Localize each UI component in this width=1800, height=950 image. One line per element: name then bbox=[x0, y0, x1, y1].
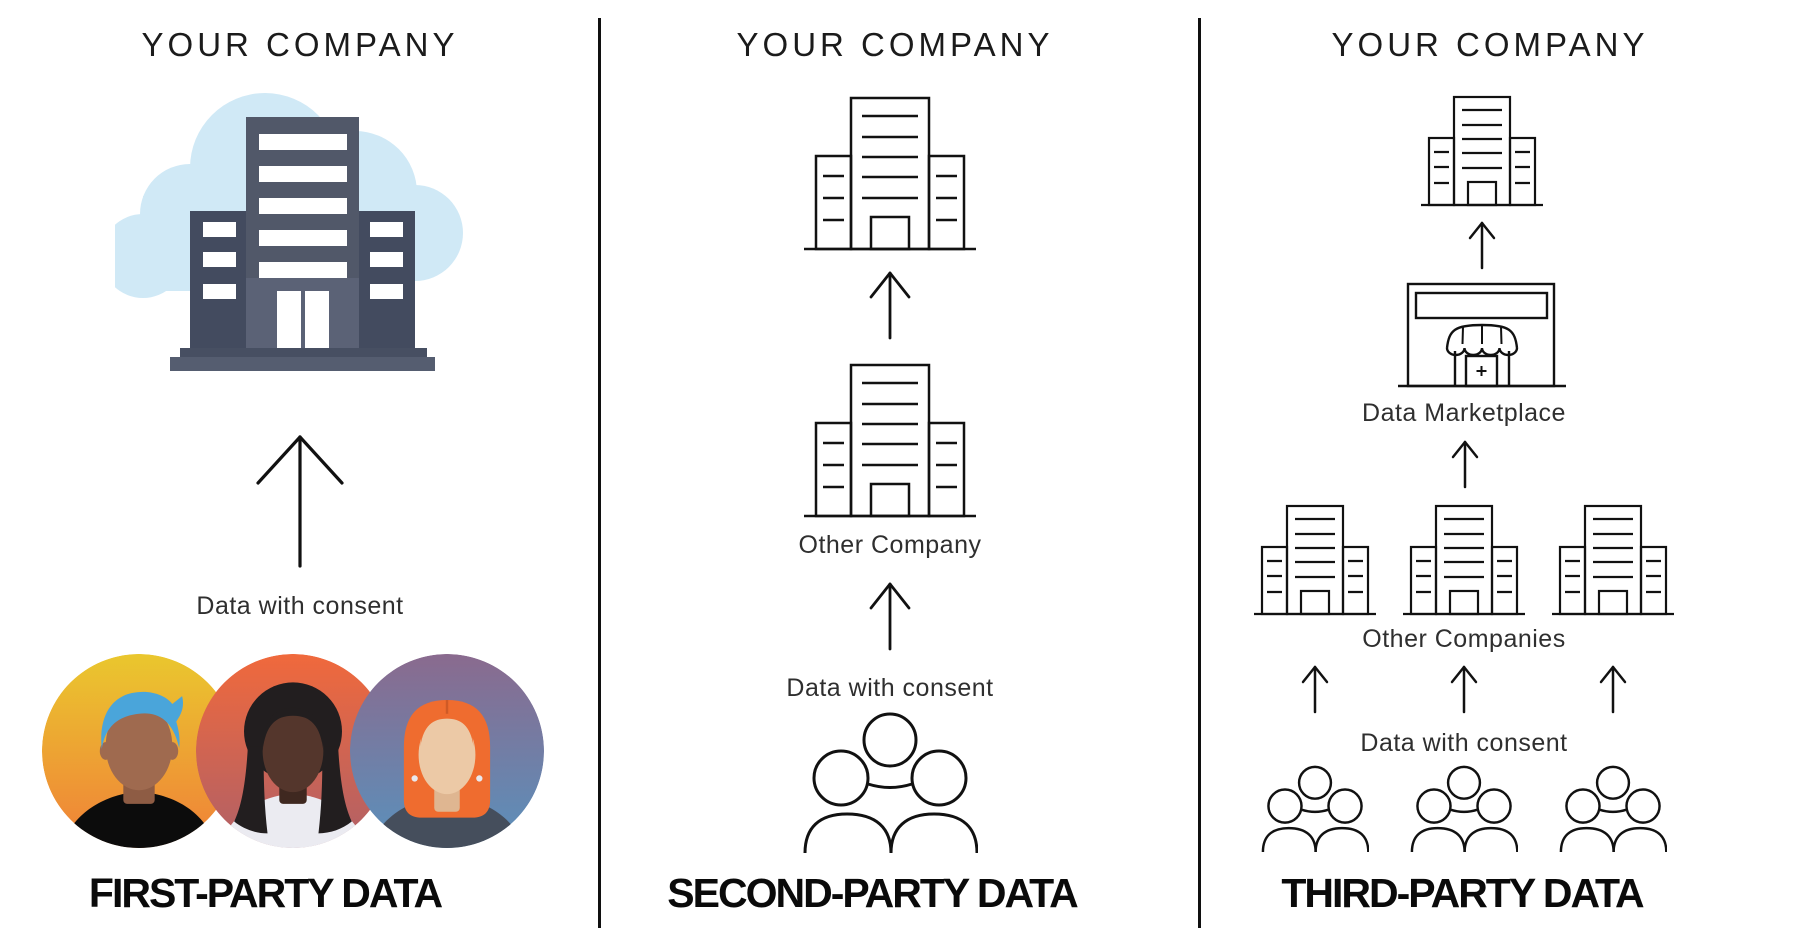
company-building-outline-icon bbox=[804, 96, 976, 251]
awning-icon bbox=[1445, 323, 1519, 349]
consent-caption: Data with consent bbox=[786, 674, 994, 702]
column3-title: YOUR COMPANY bbox=[1331, 26, 1649, 63]
people-group-icon bbox=[1559, 765, 1667, 852]
company-building-outline-icon bbox=[1421, 95, 1543, 207]
consent-caption: Data with consent bbox=[196, 592, 404, 620]
column-divider bbox=[1198, 18, 1201, 928]
data-marketplace-storefront-icon bbox=[1398, 282, 1566, 388]
other-company-building-outline-icon bbox=[1403, 504, 1525, 616]
first-party-label: FIRST-PARTY DATA bbox=[88, 870, 443, 916]
other-company-building-outline-icon bbox=[1552, 504, 1674, 616]
consumer-avatar-red-hair bbox=[349, 653, 545, 849]
column2-title: YOUR COMPANY bbox=[736, 26, 1054, 63]
up-arrow-icon bbox=[1301, 665, 1329, 714]
up-arrow-icon bbox=[1451, 440, 1479, 489]
other-companies-caption: Other Companies bbox=[1362, 625, 1566, 653]
third-party-label: THIRD-PARTY DATA bbox=[1281, 870, 1644, 916]
other-company-building-outline-icon bbox=[804, 363, 976, 518]
up-arrow-icon bbox=[1599, 665, 1627, 714]
people-group-icon bbox=[1410, 765, 1518, 852]
second-party-label: SECOND-PARTY DATA bbox=[667, 870, 1078, 916]
consumer-avatar-blue-hair bbox=[41, 653, 237, 849]
marketplace-caption: Data Marketplace bbox=[1362, 399, 1566, 427]
up-arrow-icon bbox=[869, 582, 911, 651]
column1-title: YOUR COMPANY bbox=[141, 26, 459, 63]
consumer-avatar-dark-hair bbox=[195, 653, 391, 849]
people-group-icon bbox=[1261, 765, 1369, 852]
other-company-building-outline-icon bbox=[1254, 504, 1376, 616]
consent-caption: Data with consent bbox=[1360, 729, 1568, 757]
up-arrow-icon bbox=[1468, 221, 1496, 270]
column-divider bbox=[598, 18, 601, 928]
up-arrow-icon bbox=[256, 435, 344, 568]
up-arrow-icon bbox=[1450, 665, 1478, 714]
your-company-building-illustration bbox=[115, 93, 463, 371]
people-group-icon bbox=[803, 712, 978, 853]
other-company-caption: Other Company bbox=[798, 531, 982, 559]
up-arrow-icon bbox=[869, 271, 911, 340]
